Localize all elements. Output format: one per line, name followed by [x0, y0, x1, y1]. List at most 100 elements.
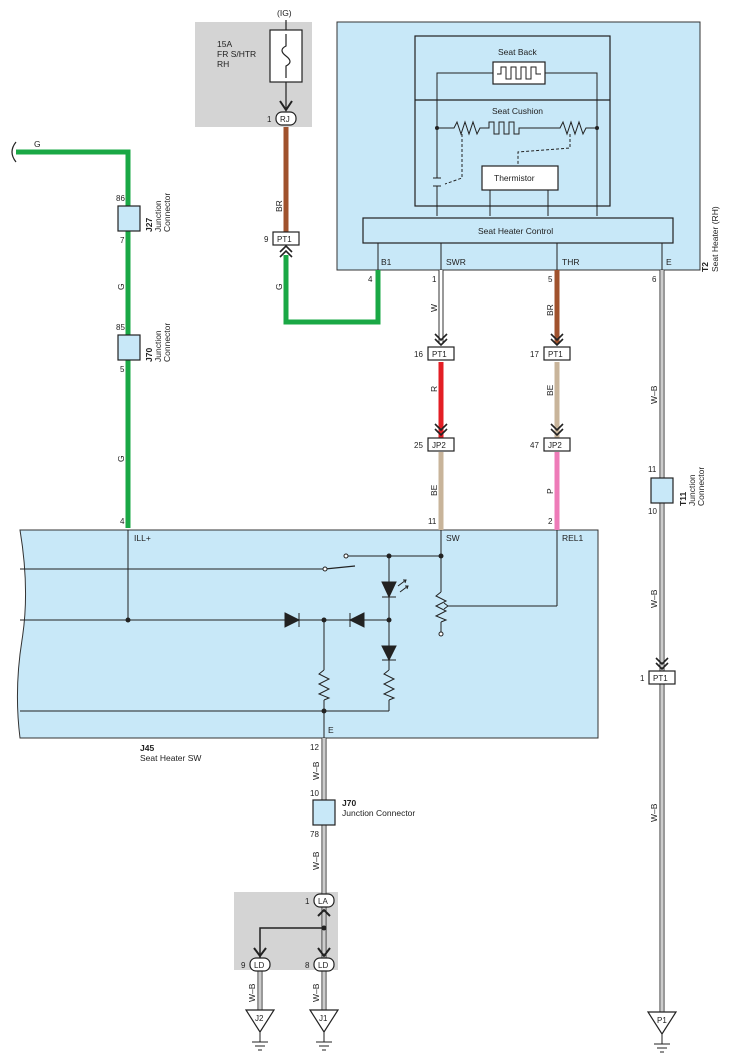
wire-label-br-thr: BR: [545, 304, 555, 316]
ground-p1: P1: [646, 1011, 678, 1053]
chevron-down-icon: [434, 333, 448, 347]
arrow-down-icon: [253, 947, 267, 958]
connector-rj-pin: 1: [267, 115, 272, 124]
wire-label-w-swr: W: [429, 304, 439, 312]
switch-code: J45: [140, 743, 154, 753]
chevron-down-icon: [434, 423, 448, 437]
fuse-name-1: FR S/HTR: [217, 49, 256, 59]
chevron-up-icon: [317, 908, 331, 917]
diode-icon: [348, 612, 365, 628]
t11-code: T11: [678, 492, 688, 506]
switch-pin-ill: 4: [120, 517, 125, 526]
chevron-down-icon: [550, 423, 564, 437]
wire-label-g-mid: G: [116, 283, 126, 290]
connector-pt1-thr-label: PT1: [548, 350, 563, 359]
wire-label-wb-j45: W–B: [311, 761, 321, 780]
potentiometer-wiper: [443, 602, 449, 610]
fuse-rating: 15A: [217, 39, 232, 49]
connector-pt1-swr-pin: 16: [414, 350, 423, 359]
fuse-arrow: [279, 100, 293, 112]
ground-j2: J2: [244, 1009, 276, 1051]
seat-heater-control-label: Seat Heater Control: [478, 226, 553, 236]
wire-label-wb-j1: W–B: [311, 983, 321, 1002]
seat-back-heater-icon: [497, 66, 541, 80]
j70l-code: J70: [342, 798, 356, 808]
ground-j1: J1: [308, 1009, 340, 1051]
ground-p1-label: P1: [657, 1016, 667, 1025]
j70l-pin-top: 10: [310, 789, 319, 798]
j70u-name-2: Connector: [162, 323, 172, 362]
splice-dot: [321, 925, 327, 931]
seat-heater-name: Seat Heater (RH): [710, 206, 720, 272]
connector-pt1-ground-label: PT1: [653, 674, 668, 683]
connector-la-pin: 1: [305, 897, 310, 906]
t11-pin-top: 11: [648, 465, 657, 474]
switch-pin-rel1: 2: [548, 517, 553, 526]
connector-pt1-fuse-label: PT1: [277, 235, 292, 244]
chevron-down-icon: [550, 333, 564, 347]
connector-jp2-sw: [427, 437, 455, 452]
connector-jp2-thr: [543, 437, 571, 452]
seat-cushion-label: Seat Cushion: [492, 106, 543, 116]
switch-terminal-sw: SW: [446, 533, 460, 543]
ground-icon: [252, 1032, 268, 1051]
switch-contact: [322, 566, 328, 572]
j70l-name: Junction Connector: [342, 808, 415, 818]
led-icon: [381, 581, 397, 599]
connector-ld-left-pin: 9: [241, 961, 246, 970]
ground-j2-label: J2: [255, 1014, 264, 1023]
terminal-thr: THR: [562, 257, 579, 267]
pin-swr: 1: [432, 275, 437, 284]
switch-name: Seat Heater SW: [140, 753, 201, 763]
connector-ld-right: [313, 957, 335, 972]
connector-la: [313, 893, 335, 908]
switch-terminal-e: E: [328, 725, 334, 735]
wire-label-wb-t11-low: W–B: [649, 803, 659, 822]
switch-pin-sw: 11: [428, 517, 437, 526]
junction-t11: [650, 477, 674, 504]
seat-heater-control: [362, 217, 674, 244]
connector-pt1-ground-pin: 1: [640, 674, 645, 683]
connector-jp2-thr-pin: 47: [530, 441, 539, 450]
fuse-source: (IG): [277, 8, 292, 18]
wire-label-g-top: G: [34, 139, 41, 149]
j27-code: J27: [144, 218, 154, 232]
resistor-icon: [317, 669, 331, 701]
ground-icon: [654, 1034, 670, 1053]
wire-label-wb-j2: W–B: [247, 983, 257, 1002]
junction-j27: [117, 205, 141, 232]
wire-label-wb-t11-top: W–B: [649, 385, 659, 404]
connector-pt1-swr: [427, 346, 455, 361]
switch-terminal-ill: ILL+: [134, 533, 151, 543]
thermostat-switch: [433, 128, 441, 216]
connector-jp2-sw-label: JP2: [432, 441, 446, 450]
connector-ld-right-label: LD: [318, 961, 328, 970]
connector-jp2-thr-label: JP2: [548, 441, 562, 450]
j27-pin-top: 86: [116, 194, 125, 203]
wire-label-r: R: [429, 386, 439, 392]
seat-heater-switch-body: [16, 529, 599, 739]
j70u-name-1: Junction: [153, 330, 163, 362]
switch-pin-e: 12: [310, 743, 319, 752]
splice-branch: [259, 927, 324, 958]
junction-j70-upper: [117, 334, 141, 361]
wire-label-be-thr: BE: [545, 384, 555, 396]
chevron-down-icon: [655, 657, 669, 671]
wire-label-br-fuse: BR: [274, 200, 284, 212]
thermistor-box: [481, 165, 559, 191]
diode-icon: [381, 645, 397, 662]
connector-pt1-fuse-pin: 9: [264, 235, 269, 244]
connector-rj: [275, 111, 297, 126]
pin-e: 6: [652, 275, 657, 284]
junction-j70-lower: [312, 799, 336, 826]
connector-pt1-thr-pin: 17: [530, 350, 539, 359]
wire-break-symbol: [11, 141, 17, 163]
t11-name-2: Connector: [696, 467, 706, 506]
wire-label-be-sw: BE: [429, 484, 439, 496]
terminal-e: E: [666, 257, 672, 267]
wire-label-g-pt1: G: [274, 283, 284, 290]
wire-label-g-low: G: [116, 455, 126, 462]
seat-back-label: Seat Back: [498, 47, 537, 57]
connector-pt1-thr: [543, 346, 571, 361]
